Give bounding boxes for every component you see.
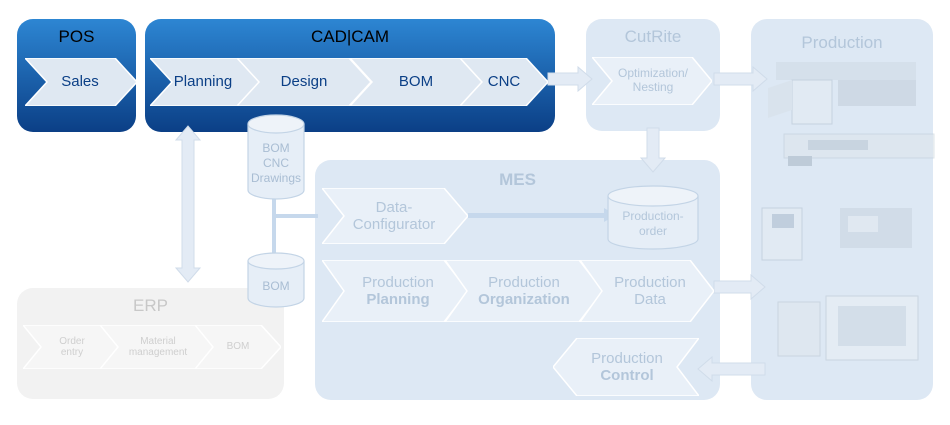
optimization-step[interactable]: Optimization/ Nesting xyxy=(592,57,712,105)
production-title: Production xyxy=(801,33,883,52)
data-configurator-label: Data- Configurator xyxy=(340,188,448,244)
production-organization-line2: Organization xyxy=(478,291,570,308)
bom-step[interactable]: BOM xyxy=(350,58,482,106)
assembly-machine-image xyxy=(777,295,919,361)
optimization-label: Optimization/ Nesting xyxy=(606,57,700,105)
edgebander-machine-image xyxy=(783,133,935,166)
arrow-data-to-production xyxy=(713,273,766,301)
mes-title: MES xyxy=(499,170,536,189)
cadcam-title: CAD|CAM xyxy=(310,27,390,46)
order-entry-label: Order entry xyxy=(37,325,107,369)
arrow-cutrite-to-mes xyxy=(639,127,667,173)
db-line2: CNC xyxy=(263,156,289,170)
production-data-label: Production Data xyxy=(602,260,698,322)
connector-configurator-to-order xyxy=(468,213,604,218)
production-planning-step[interactable]: Production Planning xyxy=(322,260,468,322)
design-step[interactable]: Design xyxy=(237,58,371,106)
optimization-line1: Optimization/ xyxy=(617,66,689,81)
erp-title: ERP xyxy=(133,296,168,315)
arrow-cnc-to-cutrite xyxy=(547,65,593,93)
cnc-step[interactable]: CNC xyxy=(460,58,548,106)
arrow-production-to-control xyxy=(697,355,766,383)
db-line3: Drawings xyxy=(250,171,301,185)
production-planning-label: Production Planning xyxy=(342,260,454,322)
data-configurator-step[interactable]: Data- Configurator xyxy=(322,188,468,244)
connector-vertical xyxy=(272,178,276,254)
production-organization-step[interactable]: Production Organization xyxy=(445,260,603,322)
pos-title: POS xyxy=(58,27,95,46)
data-configurator-line2: Configurator xyxy=(352,216,436,233)
arrow-cadcam-erp xyxy=(174,125,202,283)
production-planning-line1: Production xyxy=(362,273,434,291)
arrow-cutrite-to-production xyxy=(713,65,768,93)
cutrite-title: CutRite xyxy=(624,27,682,46)
production-data-step[interactable]: Production Data xyxy=(580,260,714,322)
db-line1: BOM xyxy=(262,141,290,155)
bom-db-label: BOM xyxy=(262,279,290,293)
drilling-machine-image xyxy=(761,207,912,261)
saw-machine-image xyxy=(768,62,916,125)
production-control-step[interactable]: Production Control xyxy=(553,338,699,396)
bom-cnc-drawings-database[interactable]: BOM CNC Drawings xyxy=(247,114,305,200)
material-management-label: Material management xyxy=(116,325,200,369)
production-order-line2: order xyxy=(638,224,667,238)
production-organization-label: Production Organization xyxy=(463,260,585,322)
material-management-step[interactable]: Material management xyxy=(100,325,216,369)
cnc-label: CNC xyxy=(487,73,521,91)
optimization-line2: Nesting xyxy=(632,80,674,94)
planning-label: Planning xyxy=(173,73,233,91)
bom-label: BOM xyxy=(398,73,434,91)
order-entry-line2: entry xyxy=(60,347,84,358)
data-configurator-line1: Data- xyxy=(375,198,413,216)
planning-step[interactable]: Planning xyxy=(150,58,262,106)
design-label: Design xyxy=(280,73,328,91)
material-management-line1: Material xyxy=(140,335,176,347)
erp-bom-step[interactable]: BOM xyxy=(195,325,281,369)
production-data-line1: Production xyxy=(614,273,686,291)
production-control-label: Production Control xyxy=(577,338,677,396)
connector-horizontal xyxy=(276,214,318,218)
bom-database[interactable]: BOM xyxy=(247,252,305,308)
production-organization-line1: Production xyxy=(488,273,560,291)
production-machines xyxy=(761,62,935,361)
production-panel: Production xyxy=(751,19,933,400)
production-order-database[interactable]: Production- order xyxy=(607,185,699,251)
production-control-line2: Control xyxy=(600,367,654,384)
order-entry-step[interactable]: Order entry xyxy=(23,325,121,369)
material-management-line2: management xyxy=(128,347,188,358)
production-control-line1: Production xyxy=(591,349,663,367)
sales-step[interactable]: Sales xyxy=(25,58,137,106)
production-planning-line2: Planning xyxy=(366,291,430,308)
sales-label: Sales xyxy=(61,73,99,91)
erp-bom-label: BOM xyxy=(226,341,250,353)
production-data-line2: Data xyxy=(634,291,666,308)
order-entry-line1: Order xyxy=(59,335,85,347)
production-order-line1: Production- xyxy=(622,209,684,223)
